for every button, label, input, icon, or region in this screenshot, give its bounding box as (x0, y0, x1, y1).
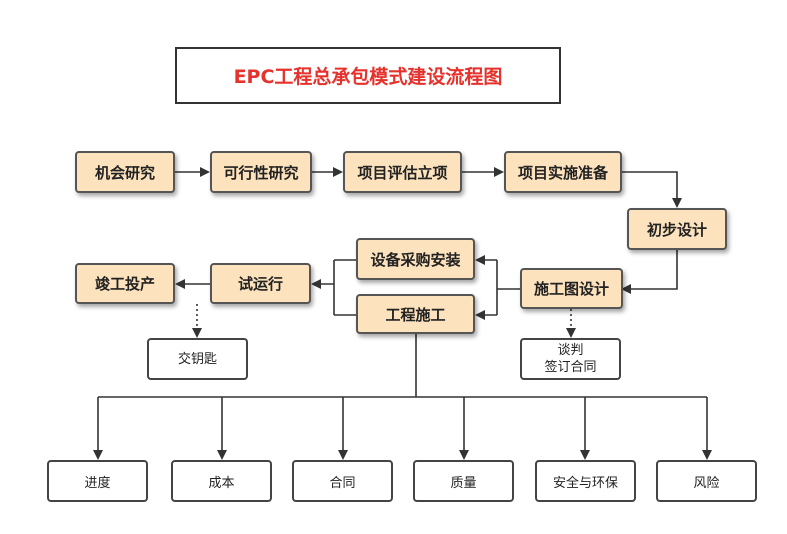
step-feasibility-study: 可行性研究 (210, 151, 312, 193)
outcome-quality: 质量 (413, 460, 514, 502)
note-handover: 交钥匙 (147, 338, 248, 380)
step-trial-run: 试运行 (210, 263, 311, 304)
note-negotiate-line2: 签订合同 (544, 360, 597, 375)
diagram-title: EPC工程总承包模式建设流程图 (175, 47, 561, 104)
note-negotiate-line1: 谈判 (557, 343, 584, 358)
step-completion: 竣工投产 (75, 263, 175, 304)
step-equipment-procurement: 设备采购安装 (356, 238, 475, 280)
arrow-preliminary-to-drawing (621, 250, 678, 294)
outcome-risk: 风险 (656, 460, 757, 502)
step-construction: 工程施工 (356, 294, 475, 334)
outcome-contract: 合同 (292, 460, 393, 502)
arrow-preparation-to-preliminary (622, 171, 682, 208)
outcome-safety-environment: 安全与环保 (535, 460, 636, 502)
outcome-cost: 成本 (171, 460, 272, 502)
note-negotiate-contract: 谈判 签订合同 (520, 338, 621, 380)
step-preliminary-design: 初步设计 (627, 208, 727, 250)
outcome-schedule: 进度 (47, 460, 148, 502)
step-construction-drawing: 施工图设计 (520, 268, 623, 309)
step-project-preparation: 项目实施准备 (504, 151, 622, 193)
step-opportunity-research: 机会研究 (75, 151, 175, 193)
step-project-evaluation: 项目评估立项 (343, 151, 462, 193)
